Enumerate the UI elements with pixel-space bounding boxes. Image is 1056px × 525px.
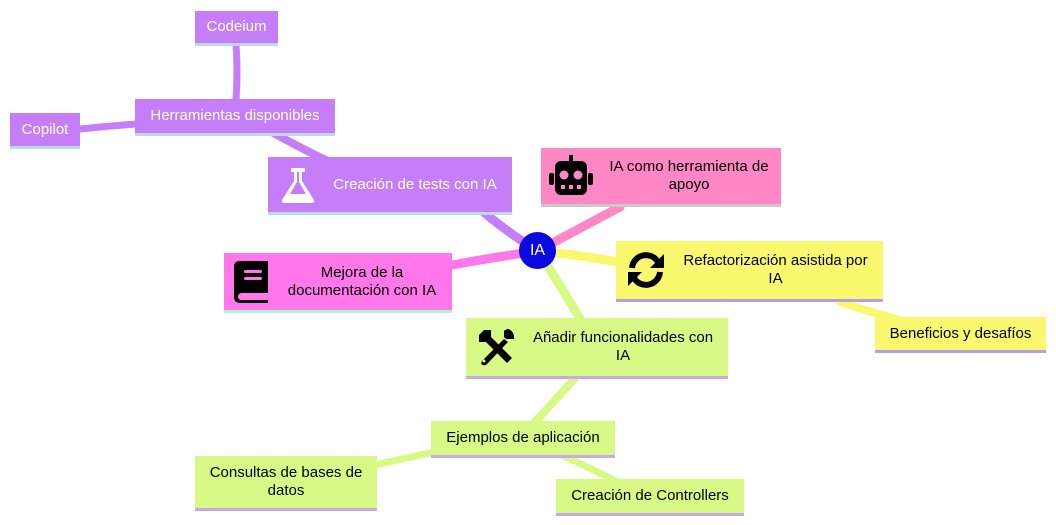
node-beneficios[interactable]: Beneficios y desafíos: [875, 317, 1046, 353]
node-label: Beneficios y desafíos: [889, 324, 1032, 342]
tools-icon: [476, 327, 516, 367]
node-consultas[interactable]: Consultas de bases de datos: [195, 456, 377, 511]
node-label: Añadir funcionalidades con IA: [532, 329, 714, 364]
node-label: Mejora de la documentación con IA: [287, 263, 437, 299]
node-label: Herramientas disponibles: [150, 107, 320, 124]
edge-examples-queries: [371, 448, 439, 469]
node-label: Codeium: [206, 18, 267, 35]
root-label: IA: [529, 241, 546, 259]
node-herramienta-apoyo[interactable]: IA como herramienta de apoyo: [541, 148, 781, 207]
edge-tools-codeium: [232, 41, 241, 104]
node-label: Refactorización asistida por IA: [683, 252, 868, 287]
node-label: IA como herramienta de apoyo: [609, 158, 769, 193]
node-ejemplos[interactable]: Ejemplos de aplicación: [431, 421, 615, 458]
node-label: Copilot: [21, 120, 69, 138]
refresh-icon: [626, 250, 666, 290]
edge-examples-controllers: [558, 451, 622, 486]
node-creacion-tests[interactable]: Creación de tests con IA: [268, 157, 512, 215]
node-copilot[interactable]: Copilot: [10, 113, 80, 149]
node-herramientas[interactable]: Herramientas disponibles: [135, 99, 335, 136]
node-label: Ejemplos de aplicación: [446, 429, 600, 446]
node-documentacion[interactable]: Mejora de la documentación con IA: [224, 253, 452, 313]
node-label: Consultas de bases de datos: [209, 464, 363, 499]
edge-tools-copilot: [76, 120, 140, 133]
node-label: Creación de Controllers: [571, 487, 729, 504]
edge-features-examples: [531, 374, 579, 426]
node-label: Creación de tests con IA: [333, 175, 497, 193]
node-funcionalidades[interactable]: Añadir funcionalidades con IA: [466, 318, 728, 379]
node-controllers[interactable]: Creación de Controllers: [556, 479, 744, 516]
node-refactorizacion[interactable]: Refactorización asistida por IA: [616, 241, 883, 302]
robot-icon: [547, 155, 595, 197]
book-icon: [234, 260, 270, 303]
node-codeium[interactable]: Codeium: [195, 11, 278, 46]
root-node[interactable]: IA: [519, 232, 556, 269]
flask-icon: [280, 166, 316, 204]
